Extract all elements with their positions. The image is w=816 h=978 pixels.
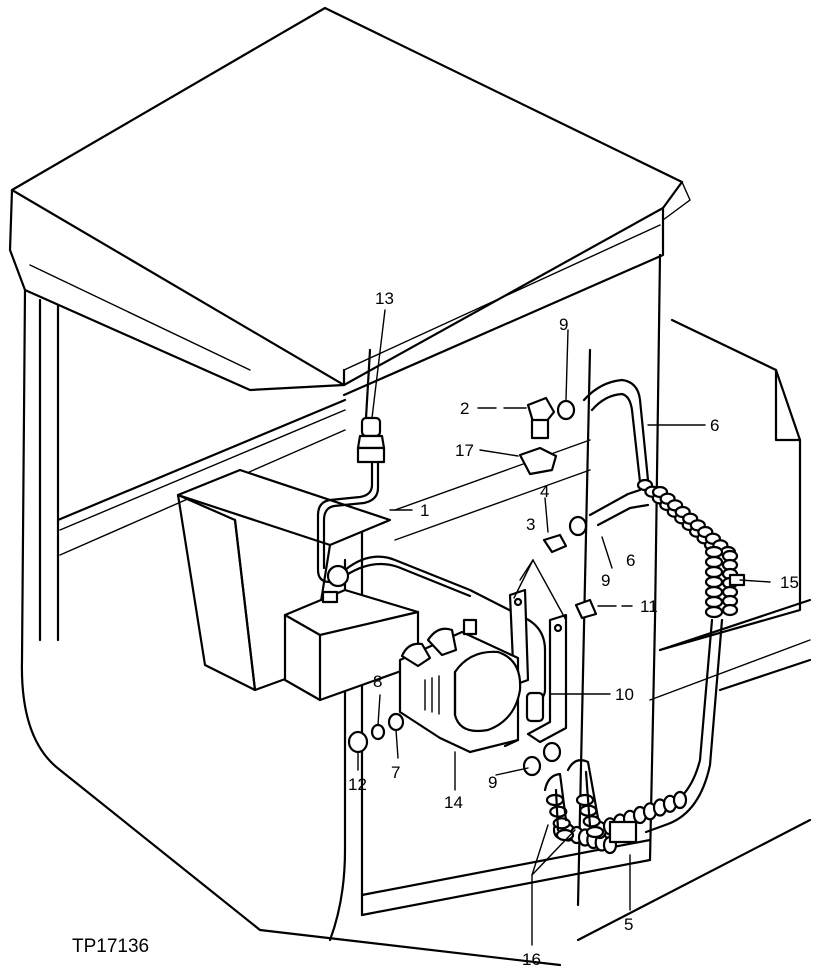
- hose-sleeves: [545, 478, 746, 855]
- cab-roof: [8, 6, 691, 397]
- hose-clamp: [608, 820, 638, 844]
- heater-unit: [398, 618, 545, 754]
- callout-13: 13: [375, 289, 394, 308]
- callout-9-bottom: 9: [488, 773, 497, 792]
- rear-housing: [576, 318, 812, 942]
- callout-16: 16: [522, 950, 541, 969]
- sleeve-ring: [704, 595, 724, 609]
- sleeve-ring: [704, 555, 724, 569]
- callout-1: 1: [420, 501, 429, 520]
- lower-hoses: [543, 759, 600, 832]
- callout-6-top: 6: [710, 416, 719, 435]
- figure-id: TP17136: [72, 936, 149, 957]
- sleeve-ring: [704, 605, 724, 619]
- callout-5: 5: [624, 915, 633, 934]
- shutoff-valve: [356, 348, 386, 464]
- console-box: [176, 468, 420, 702]
- cab-frame: [20, 253, 662, 967]
- fittings-upper: [518, 396, 598, 620]
- heater-hoses: [582, 378, 724, 834]
- callout-12: 12: [348, 775, 367, 794]
- callout-17: 17: [455, 441, 474, 460]
- sleeve-ring: [552, 817, 571, 830]
- sleeve-ring: [575, 793, 595, 807]
- callout-9-top: 9: [559, 315, 568, 334]
- callout-labels: 13 9 2 6 17 4 1 3 6 9 15 11 8 10 12 7 14…: [348, 289, 799, 969]
- callout-2: 2: [460, 399, 469, 418]
- callout-15: 15: [780, 573, 799, 592]
- callout-6-mid: 6: [626, 551, 635, 570]
- callout-8: 8: [373, 672, 382, 691]
- leader-lines: [357, 309, 771, 946]
- sleeve-ring: [545, 793, 565, 807]
- callout-14: 14: [444, 793, 463, 812]
- callout-11: 11: [640, 597, 658, 616]
- sleeve-ring: [704, 565, 724, 579]
- sleeve-ring: [704, 575, 724, 589]
- sleeve-ring: [672, 790, 688, 810]
- callout-4: 4: [540, 482, 549, 501]
- callout-10: 10: [615, 685, 634, 704]
- sleeve-ring: [704, 585, 724, 599]
- sleeve-ring: [704, 545, 724, 559]
- callout-9-mid: 9: [601, 571, 610, 590]
- callout-3: 3: [526, 515, 535, 534]
- sleeve-ring: [585, 825, 605, 839]
- sleeve-ring: [721, 603, 739, 617]
- callout-7: 7: [391, 763, 400, 782]
